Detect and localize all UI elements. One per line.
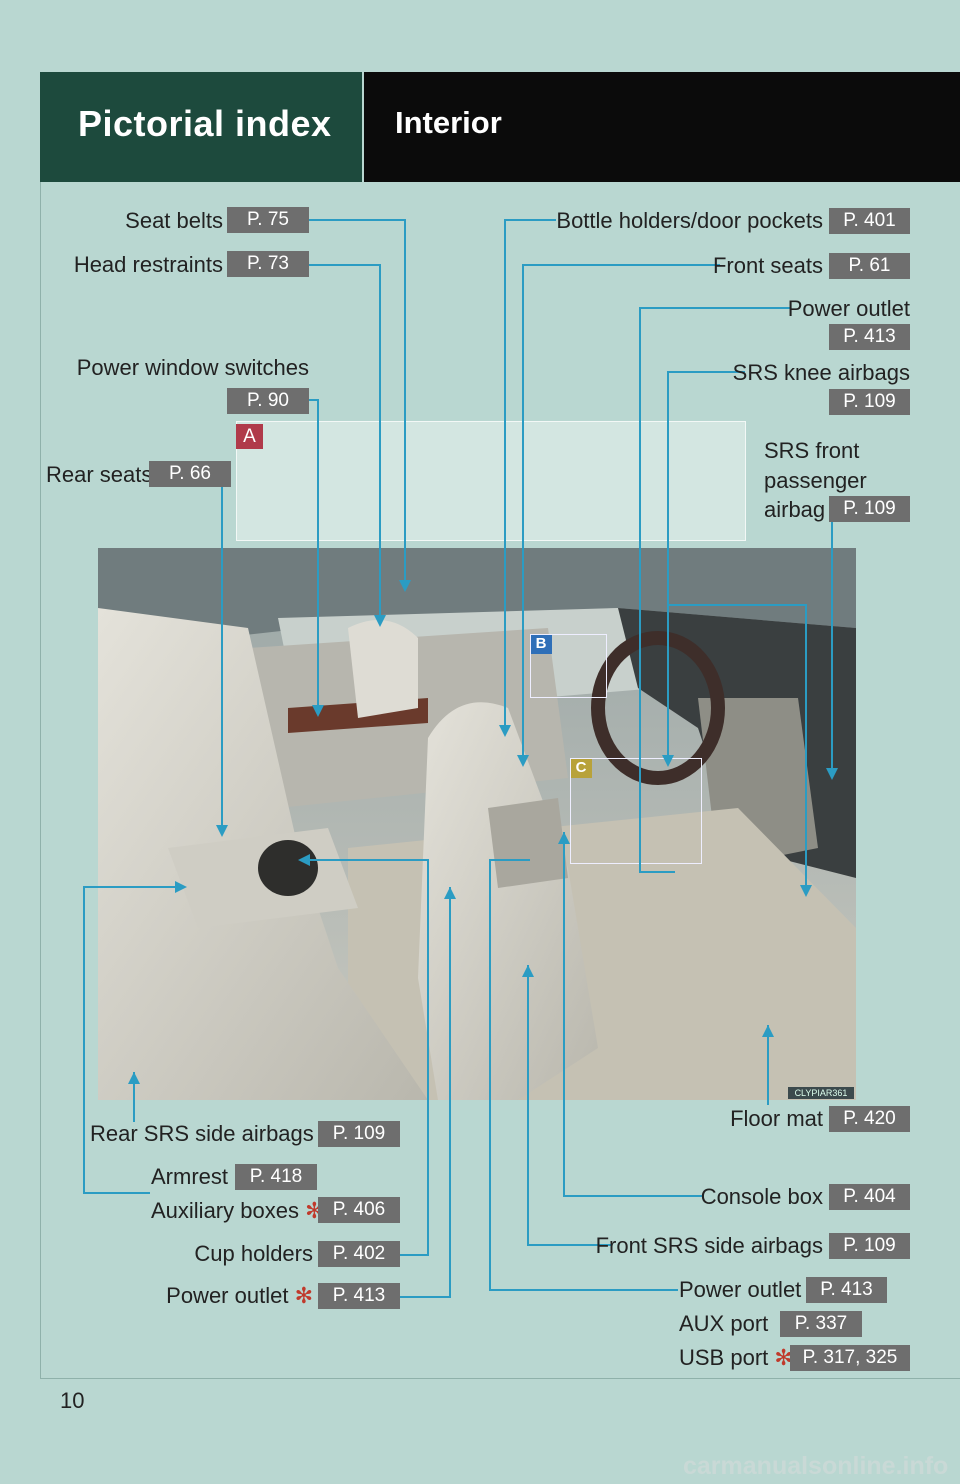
page-ref-bottle-holders: P. 401 xyxy=(829,208,910,234)
asterisk-mark: ✻ xyxy=(774,1345,793,1370)
page-ref-head-restraints: P. 73 xyxy=(227,251,309,277)
label-srs-front-line3: airbag xyxy=(764,497,826,522)
label-front-seats: Front seats xyxy=(712,253,823,278)
label-seat-belts: Seat belts xyxy=(125,208,223,233)
label-power-outlet-bottom-left: Power outlet ✻ xyxy=(166,1283,313,1308)
page-ref-rear-seats: P. 66 xyxy=(149,461,231,487)
label-srs-front-line1: SRS front xyxy=(764,438,860,463)
header-right-panel xyxy=(364,72,960,182)
label-front-srs-side-airbags: Front SRS side airbags xyxy=(595,1233,823,1258)
page-ref-front-srs-side-airbags: P. 109 xyxy=(829,1233,910,1259)
label-power-window-switches: Power window switches xyxy=(76,355,309,380)
page-ref-seat-belts: P. 75 xyxy=(227,207,309,233)
label-console-box: Console box xyxy=(700,1184,823,1209)
page-ref-power-outlet-bottom-left: P. 413 xyxy=(318,1283,400,1309)
label-power-outlet-top: Power outlet xyxy=(787,296,910,321)
label-srs-front-line2: passenger xyxy=(764,468,867,493)
page-title: Pictorial index xyxy=(78,103,332,144)
inset-tag-b: B xyxy=(530,634,552,654)
inset-c-frame xyxy=(570,758,702,864)
interior-photo xyxy=(98,548,856,1100)
watermark: carmanualsonline.info xyxy=(683,1452,949,1480)
page-ref-cup-holders: P. 402 xyxy=(318,1241,400,1267)
label-armrest: Armrest xyxy=(151,1164,228,1189)
photo-code: CLYPIAR361 xyxy=(788,1087,854,1099)
page-ref-front-seats: P. 61 xyxy=(829,253,910,279)
label-power-outlet-bottom-right: Power outlet xyxy=(679,1277,802,1302)
page-ref-usb-port: P. 317, 325 xyxy=(790,1345,910,1371)
header-left-panel xyxy=(40,72,362,182)
page-ref-auxiliary-boxes: P. 406 xyxy=(318,1197,400,1223)
page-ref-power-window-switches: P. 90 xyxy=(227,388,309,414)
page-number: 10 xyxy=(60,1388,85,1413)
page-frame xyxy=(40,72,960,1379)
inset-tag-a: A xyxy=(236,424,263,449)
label-usb-port: USB port ✻ xyxy=(679,1345,793,1370)
inset-b-frame xyxy=(530,634,607,698)
page-ref-rear-srs-side-airbags: P. 109 xyxy=(318,1121,400,1147)
label-cup-holders: Cup holders xyxy=(194,1241,313,1266)
asterisk-mark: ✻ xyxy=(294,1283,313,1308)
label-head-restraints: Head restraints xyxy=(73,252,223,277)
label-rear-seats: Rear seats xyxy=(46,462,153,487)
page-ref-srs-knee-airbags: P. 109 xyxy=(829,389,910,415)
label-floor-mat: Floor mat xyxy=(730,1106,823,1131)
label-auxiliary-boxes: Auxiliary boxes ✻ xyxy=(151,1198,324,1223)
page-ref-power-outlet-bottom-right: P. 413 xyxy=(806,1277,887,1303)
label-bottle-holders: Bottle holders/door pockets xyxy=(556,208,823,233)
page-ref-aux-port: P. 337 xyxy=(780,1311,862,1337)
label-srs-knee-airbags: SRS knee airbags xyxy=(732,360,910,385)
inset-a-box xyxy=(236,421,746,541)
section-title: Interior xyxy=(395,105,502,140)
page-ref-console-box: P. 404 xyxy=(829,1184,910,1210)
page-ref-srs-front-passenger: P. 109 xyxy=(829,496,910,522)
page-ref-power-outlet-top: P. 413 xyxy=(829,324,910,350)
page-ref-armrest: P. 418 xyxy=(235,1164,317,1190)
inset-tag-c: C xyxy=(570,758,592,778)
page-ref-floor-mat: P. 420 xyxy=(829,1106,910,1132)
label-rear-srs-side-airbags: Rear SRS side airbags xyxy=(90,1121,314,1146)
label-aux-port: AUX port xyxy=(679,1311,769,1336)
